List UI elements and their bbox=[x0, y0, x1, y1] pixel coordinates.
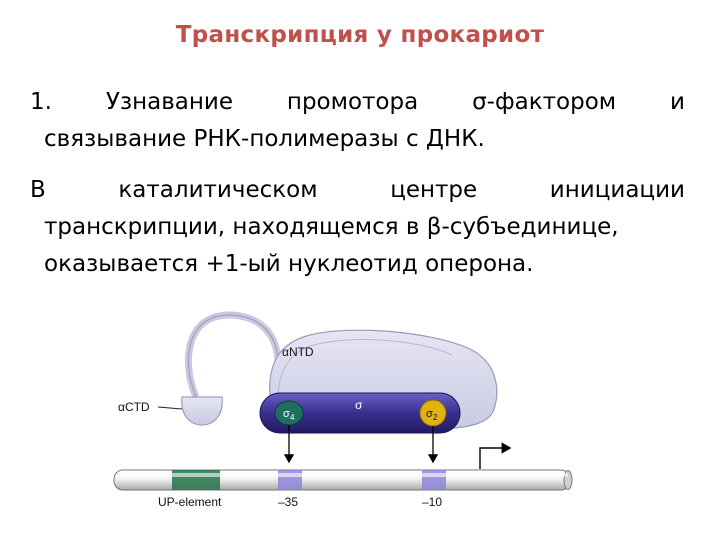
alpha-ctd-lobe bbox=[182, 397, 223, 425]
dna-highlight bbox=[116, 473, 568, 477]
paragraph-1-line-2: связывание РНК-полимеразы с ДНК. bbox=[30, 121, 685, 158]
transcription-start-arrow bbox=[480, 448, 510, 469]
alpha-ctd-linker bbox=[188, 315, 278, 397]
list-marker: 1. bbox=[30, 84, 52, 121]
paragraph-2-line-3: оказывается +1-ый нуклеотид оперона. bbox=[30, 246, 685, 283]
word: Узнавание bbox=[106, 84, 233, 121]
alpha-ntd-label: αNTD bbox=[282, 345, 314, 359]
rna-polymerase-diagram: αNTD αCTD σ σ 4 σ 2 UP-element –35 –10 bbox=[100, 305, 600, 515]
up-element-label: UP-element bbox=[158, 495, 222, 509]
minus35-label: –35 bbox=[278, 495, 298, 509]
alpha-ctd-pointer bbox=[158, 407, 182, 409]
paragraph-2-line-2: транскрипции, находящемся в β-субъединиц… bbox=[30, 209, 685, 246]
alpha-ctd-label: αCTD bbox=[118, 400, 150, 414]
sigma4-label: σ bbox=[283, 408, 290, 420]
sigma4-subscript: 4 bbox=[290, 413, 295, 422]
word: В bbox=[30, 172, 46, 209]
word: каталитическом bbox=[118, 172, 317, 209]
word: инициации bbox=[550, 172, 685, 209]
minus10-label: –10 bbox=[422, 495, 442, 509]
paragraph-2-line-1: В каталитическом центре инициации bbox=[30, 172, 685, 209]
word: промотора bbox=[287, 84, 418, 121]
word: и bbox=[670, 84, 685, 121]
paragraph-recognition: 1. Узнавание промотора σ-фактором и связ… bbox=[30, 84, 685, 158]
sigma2-label: σ bbox=[426, 408, 433, 420]
word: σ-фактором bbox=[472, 84, 616, 121]
paragraph-1-line-1: 1. Узнавание промотора σ-фактором и bbox=[30, 84, 685, 121]
slide-title: Транскрипция у прокариот bbox=[0, 22, 720, 48]
word: центре bbox=[390, 172, 477, 209]
sigma2-subscript: 2 bbox=[433, 413, 438, 422]
paragraph-catalytic-center: В каталитическом центре инициации транск… bbox=[30, 172, 685, 283]
sigma-label: σ bbox=[355, 398, 363, 412]
